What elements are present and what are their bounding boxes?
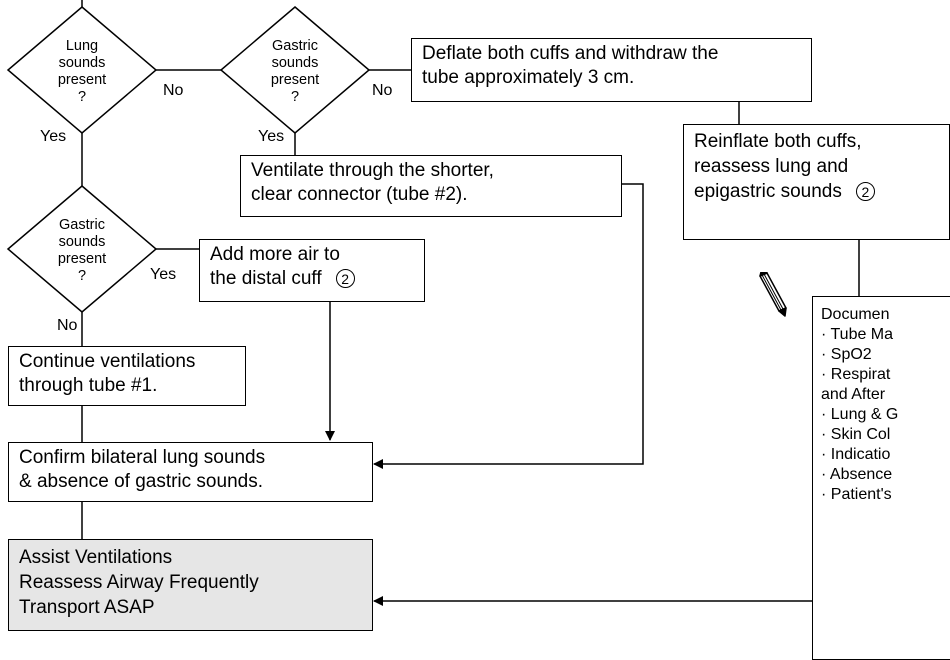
continue-ventilations-box: Continue ventilations through tube #1.: [8, 346, 246, 406]
deflate-cuffs-box: Deflate both cuffs and withdraw the tube…: [411, 38, 812, 102]
documentation-box: Documen · Tube Ma · SpO2 · Respirat and …: [812, 296, 950, 660]
label-no-gastric: No: [372, 82, 393, 99]
label-no-lung: No: [163, 82, 184, 99]
step-2-marker: 2: [855, 182, 875, 202]
pencil-icon: [759, 272, 787, 317]
label-no-gastric-2: No: [57, 317, 78, 334]
ventilate-tube-2-box: Ventilate through the shorter, clear con…: [240, 155, 622, 217]
label-yes-gastric: Yes: [258, 128, 285, 145]
label-yes-gastric-2: Yes: [150, 266, 177, 283]
assist-ventilations-box: Assist Ventilations Reassess Airway Freq…: [8, 539, 373, 631]
step-2-marker: 2: [335, 269, 355, 289]
confirm-lung-sounds-box: Confirm bilateral lung sounds & absence …: [8, 442, 373, 502]
flowchart-connectors: [6, 0, 860, 606]
label-yes-lung: Yes: [40, 128, 67, 145]
decision-lung-sounds: Lung sounds present ?: [57, 38, 107, 105]
decision-gastric-sounds-2: Gastric sounds present ?: [57, 217, 107, 284]
reinflate-cuffs-box: Reinflate both cuffs, reassess lung and …: [683, 124, 950, 240]
decision-gastric-sounds-1: Gastric sounds present ?: [270, 38, 320, 105]
